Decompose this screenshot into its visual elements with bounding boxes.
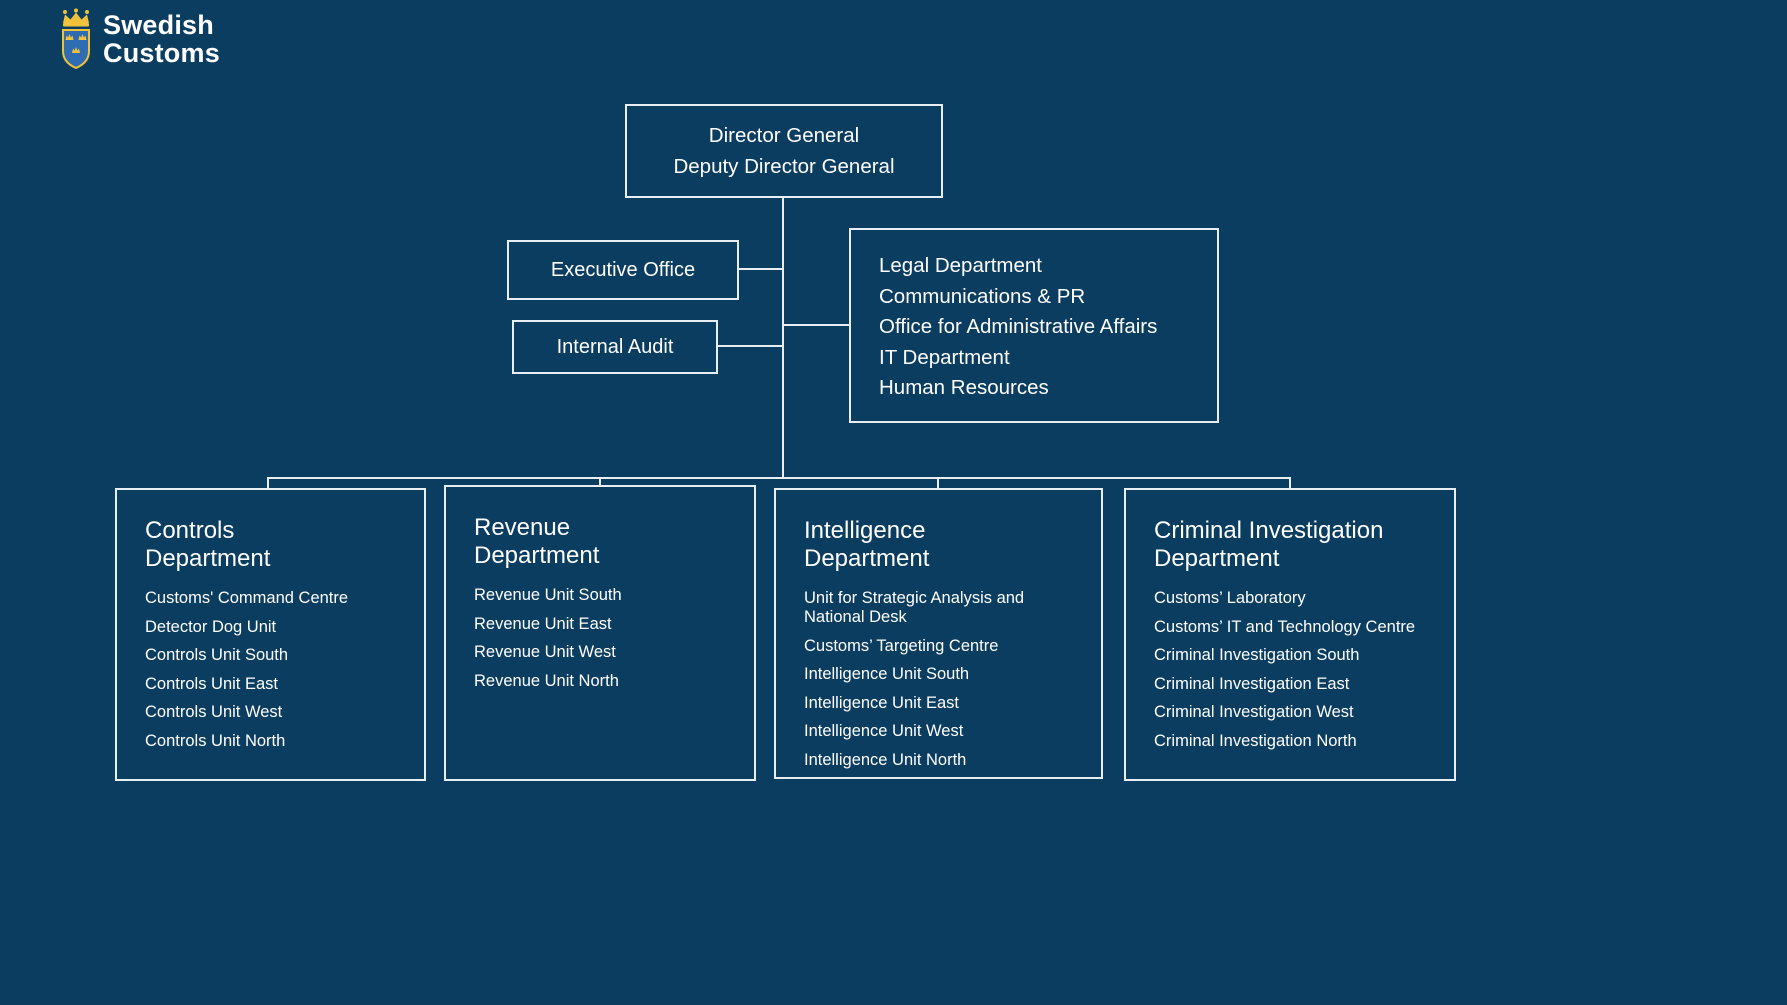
- staff-item-communications: Communications & PR: [879, 284, 1086, 308]
- department-title-line1: Criminal Investigation: [1154, 517, 1384, 544]
- department-title: Controls Department: [145, 517, 404, 572]
- department-title-line1: Intelligence: [804, 517, 926, 544]
- department-title-line2: Department: [474, 541, 600, 569]
- department-title-line1: Revenue: [474, 514, 571, 541]
- unit-item: Criminal Investigation North: [1154, 731, 1357, 750]
- director-general-label: Director General: [708, 124, 860, 147]
- connector-director-vertical: [782, 197, 784, 478]
- connector-departments-horizontal: [267, 477, 1291, 479]
- department-title: Revenue Department: [474, 514, 734, 569]
- staff-item-legal: Legal Department: [879, 254, 1042, 277]
- department-title-line2: Department: [1154, 544, 1280, 572]
- logo-text: Swedish Customs: [103, 11, 220, 67]
- connector-drop-criminal-investigation: [1289, 477, 1291, 490]
- connector-staff-box: [784, 324, 849, 326]
- connector-executive-office: [739, 268, 782, 270]
- department-box-controls: Controls Department Customs' Command Cen…: [115, 488, 426, 781]
- unit-item: Customs’ Targeting Centre: [804, 636, 999, 655]
- director-general-box: Director General Deputy Director General: [625, 104, 943, 198]
- unit-item: Customs’ IT and Technology Centre: [1154, 617, 1416, 636]
- unit-item: Controls Unit North: [145, 731, 286, 750]
- unit-list: Customs’ Laboratory Customs’ IT and Tech…: [1154, 589, 1434, 751]
- internal-audit-box: Internal Audit: [512, 320, 718, 374]
- unit-item: Customs' Command Centre: [145, 589, 349, 607]
- connector-internal-audit: [718, 345, 782, 347]
- staff-departments-box: Legal Department Communications & PR Off…: [849, 228, 1219, 423]
- unit-item: Criminal Investigation East: [1154, 674, 1350, 693]
- department-box-intelligence: Intelligence Department Unit for Strateg…: [774, 488, 1103, 779]
- unit-item: Controls Unit East: [145, 674, 278, 693]
- staff-item-human-resources: Human Resources: [879, 376, 1049, 399]
- unit-item: Detector Dog Unit: [145, 617, 277, 636]
- unit-item: Revenue Unit East: [474, 614, 612, 633]
- executive-office-label: Executive Office: [550, 259, 696, 281]
- executive-office-box: Executive Office: [507, 240, 739, 300]
- unit-item: Intelligence Unit South: [804, 665, 970, 683]
- department-title-line2: Department: [145, 544, 271, 572]
- connector-drop-revenue: [599, 477, 601, 487]
- unit-list: Customs' Command Centre Detector Dog Uni…: [145, 589, 404, 751]
- unit-item: Unit for Strategic Analysis and National…: [804, 589, 1025, 626]
- deputy-director-general-label: Deputy Director General: [673, 155, 895, 178]
- connector-drop-controls: [267, 477, 269, 490]
- department-title: Intelligence Department: [804, 517, 1081, 572]
- unit-item: Controls Unit West: [145, 703, 283, 721]
- unit-list: Unit for Strategic Analysis and National…: [804, 589, 1081, 770]
- department-box-criminal-investigation: Criminal Investigation Department Custom…: [1124, 488, 1456, 781]
- customs-logo: Swedish Customs: [58, 8, 220, 70]
- coat-of-arms-icon: [62, 8, 90, 70]
- unit-item: Controls Unit South: [145, 646, 289, 664]
- staff-item-administrative-affairs: Office for Administrative Affairs: [879, 315, 1158, 338]
- connector-drop-intelligence: [937, 477, 939, 490]
- unit-item: Intelligence Unit East: [804, 693, 960, 712]
- logo-text-line1: Swedish: [103, 10, 214, 40]
- unit-item: Revenue Unit North: [474, 671, 619, 690]
- unit-item: Criminal Investigation West: [1154, 703, 1354, 721]
- department-title-line1: Controls: [145, 517, 235, 544]
- department-title: Criminal Investigation Department: [1154, 517, 1434, 572]
- staff-item-it: IT Department: [879, 345, 1010, 369]
- unit-item: Intelligence Unit West: [804, 722, 964, 740]
- unit-item: Criminal Investigation South: [1154, 646, 1360, 664]
- internal-audit-label: Internal Audit: [556, 336, 674, 358]
- unit-item: Intelligence Unit North: [804, 750, 967, 769]
- department-title-line2: Department: [804, 544, 930, 572]
- department-box-revenue: Revenue Department Revenue Unit South Re…: [444, 485, 756, 781]
- unit-item: Revenue Unit South: [474, 586, 622, 604]
- unit-item: Customs’ Laboratory: [1154, 589, 1306, 607]
- unit-item: Revenue Unit West: [474, 643, 616, 661]
- logo-text-line2: Customs: [103, 38, 220, 68]
- unit-list: Revenue Unit South Revenue Unit East Rev…: [474, 586, 734, 691]
